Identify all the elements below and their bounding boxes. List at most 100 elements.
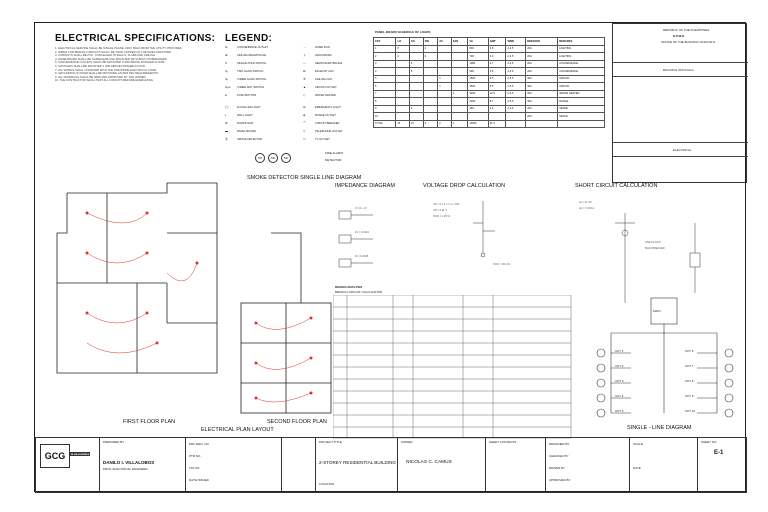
office-label: OFFICE OF THE BUILDING OFFICIALS bbox=[661, 40, 716, 44]
table-cell: 13.0 bbox=[487, 89, 507, 98]
location-label: LOCATION bbox=[319, 482, 335, 486]
table-header-cell: FAN bbox=[450, 37, 469, 46]
table-cell: 1 bbox=[373, 44, 397, 53]
single-line-diagram bbox=[596, 297, 734, 418]
calc-text: Zt = 0.0318 bbox=[355, 254, 369, 258]
table-cell bbox=[408, 112, 424, 121]
project-label: PROJECT TITLE bbox=[319, 440, 342, 444]
table-cell: 2-3.5 bbox=[505, 104, 527, 113]
notes-cell bbox=[282, 438, 316, 492]
service-icon: — bbox=[303, 61, 306, 65]
table-cell: 4.7 bbox=[487, 59, 507, 68]
table-cell bbox=[450, 67, 469, 76]
calc-text: Isc = 7,233 A bbox=[579, 206, 594, 210]
design-analysis-title: DESIGN ANALYSIS bbox=[335, 285, 363, 289]
table-header-cell: AMP bbox=[487, 37, 507, 46]
table-header-cell: REMARKS bbox=[557, 37, 605, 46]
spec-line: 9. ALL MATERIALS SHALL BE NEW AND APPROV… bbox=[55, 74, 147, 79]
table-cell: 11840 bbox=[467, 119, 489, 128]
legend-title: LEGEND: bbox=[225, 33, 273, 44]
table-cell bbox=[408, 97, 424, 106]
table-cell: LIGHTING bbox=[557, 52, 605, 61]
table-cell bbox=[408, 74, 424, 83]
date-issued-label: DATE ISSUED bbox=[189, 478, 209, 482]
sheet-contents-label: SHEET CONTENTS bbox=[489, 440, 517, 444]
table-cell: 30A bbox=[525, 82, 559, 91]
table-cell: 2 bbox=[373, 52, 397, 61]
table-cell bbox=[437, 97, 452, 106]
credentials-cell: PRC REG. NO. PTR NO. TIN NO. DATE ISSUED bbox=[186, 438, 282, 492]
table-cell bbox=[395, 89, 410, 98]
table-cell: 1 bbox=[450, 89, 469, 98]
electrical-label: ELECTRICAL bbox=[673, 148, 692, 152]
calc-text: VD = 2.41 V bbox=[433, 208, 447, 212]
table-cell bbox=[422, 82, 439, 91]
prc-label: PRC REG. NO. bbox=[189, 442, 210, 446]
table-cell: 14 bbox=[395, 119, 410, 128]
legend-item: →HOME RUN bbox=[303, 45, 330, 49]
logo-cell: GCG & associates bbox=[36, 438, 100, 492]
table-cell: 6.5 bbox=[487, 74, 507, 83]
telephone-icon: ▽ bbox=[303, 129, 306, 133]
smoke-note: DETECTOR bbox=[325, 158, 342, 162]
legend-item: —SERVICE ENTRANCE bbox=[303, 61, 343, 65]
table-cell: 9 bbox=[373, 104, 397, 113]
single-line-load: CKT 6 bbox=[685, 349, 694, 353]
table-cell bbox=[450, 59, 469, 68]
table-cell bbox=[422, 112, 439, 121]
design-analysis-subtitle: BRANCH CIRCUIT CALCULATION bbox=[335, 290, 383, 294]
table-cell bbox=[450, 74, 469, 83]
aircon-icon: ▲ bbox=[303, 85, 306, 89]
table-cell bbox=[422, 89, 439, 98]
table-cell bbox=[450, 44, 469, 53]
single-line-title: SINGLE - LINE DIAGRAM bbox=[627, 425, 692, 431]
single-line-load: CKT 10 bbox=[685, 409, 696, 413]
table-cell bbox=[395, 74, 410, 83]
table-cell bbox=[437, 67, 452, 76]
legend-item: ▽TELEPHONE OUTLET bbox=[303, 129, 343, 133]
table-cell: 1 bbox=[450, 119, 469, 128]
table-cell bbox=[467, 112, 489, 121]
table-cell bbox=[395, 67, 410, 76]
table-cell bbox=[505, 112, 527, 121]
scale-date-cell: SCALE DATE bbox=[630, 438, 698, 492]
table-cell bbox=[450, 97, 469, 106]
switch3-icon: S₃ bbox=[225, 77, 229, 81]
water-heater-icon: ◇ bbox=[303, 93, 306, 97]
table-cell bbox=[437, 112, 452, 121]
table-cell: 30A bbox=[525, 97, 559, 106]
single-line-load: CKT 4 bbox=[615, 394, 624, 398]
range-outlet-icon: ◈ bbox=[303, 113, 306, 117]
table-header-cell: AC bbox=[437, 37, 452, 46]
table-cell bbox=[487, 112, 507, 121]
wall-light-icon: ◐ bbox=[225, 113, 227, 117]
table-cell: CONVENIENCE bbox=[557, 67, 605, 76]
engineer-cell: PREPARED BY DANILO I. VILLALOBOS PROF. E… bbox=[100, 438, 186, 492]
checked-label: CHECKED BY bbox=[549, 454, 569, 458]
table-cell: WATER HEATER bbox=[557, 89, 605, 98]
calc-text: USE 10 KAIC bbox=[645, 240, 661, 244]
spec-line: 8. GROUNDING SYSTEM SHALL BE PROVIDED AS… bbox=[55, 71, 159, 76]
downlight-icon: ⊗ bbox=[225, 121, 228, 125]
smoke-diagram-title: SMOKE DETECTOR SINGLE LINE DIAGRAM bbox=[247, 175, 362, 181]
table-cell: 2-3.5 bbox=[505, 67, 527, 76]
table-cell bbox=[408, 52, 424, 61]
table-cell: CONVENIENCE bbox=[557, 59, 605, 68]
calc-text: Zs = 0.0124 bbox=[355, 230, 369, 234]
table-cell bbox=[395, 97, 410, 106]
project-name: 2-STOREY RESIDENTIAL BUILDING bbox=[319, 460, 397, 465]
smoke-detector-row: SD SD SD bbox=[255, 153, 291, 163]
table-cell bbox=[408, 44, 424, 53]
table-cell: 2-5.5 bbox=[505, 97, 527, 106]
engineer-name: DANILO I. VILLALOBOS bbox=[103, 460, 155, 465]
first-floor-plan bbox=[56, 182, 218, 374]
spec-line: 6. SWITCHES SHALL BE MOUNTED 1.40M ABOVE… bbox=[55, 63, 146, 68]
calc-text: MAIN BREAKER bbox=[645, 246, 665, 250]
table-cell: 8 bbox=[373, 97, 397, 106]
table-cell: 8 bbox=[395, 44, 410, 53]
table-cell: AIRCON bbox=[557, 74, 605, 83]
